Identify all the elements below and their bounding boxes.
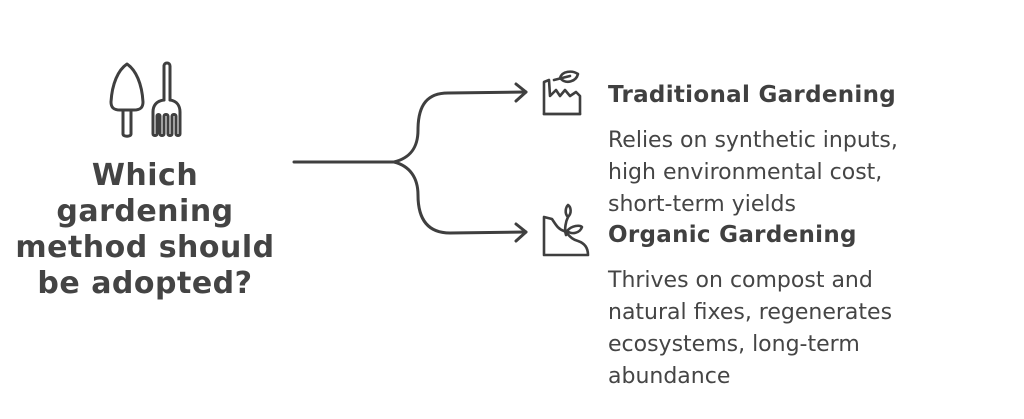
option-title-traditional: Traditional Gardening [608, 82, 897, 108]
factory-leaf-icon [542, 70, 582, 116]
option-description-traditional: Relies on synthetic inputs, high environ… [608, 128, 898, 217]
arrow-head-top [514, 82, 528, 103]
question-line-1: Which [91, 158, 199, 193]
branch-connector [292, 82, 528, 243]
question-line-2: gardening [56, 194, 234, 229]
arrow-head-bottom [514, 222, 528, 243]
option-description-organic: Thrives on compost and natural fixes, re… [608, 268, 893, 389]
trowel-and-fork-icon [109, 61, 182, 138]
question-line-3: method should [15, 230, 275, 265]
sprout-hill-icon [542, 203, 590, 257]
question-line-4: be adopted? [37, 266, 253, 301]
question-text: Which gardening method should be adopted… [10, 158, 280, 302]
option-title-organic: Organic Gardening [608, 222, 857, 248]
